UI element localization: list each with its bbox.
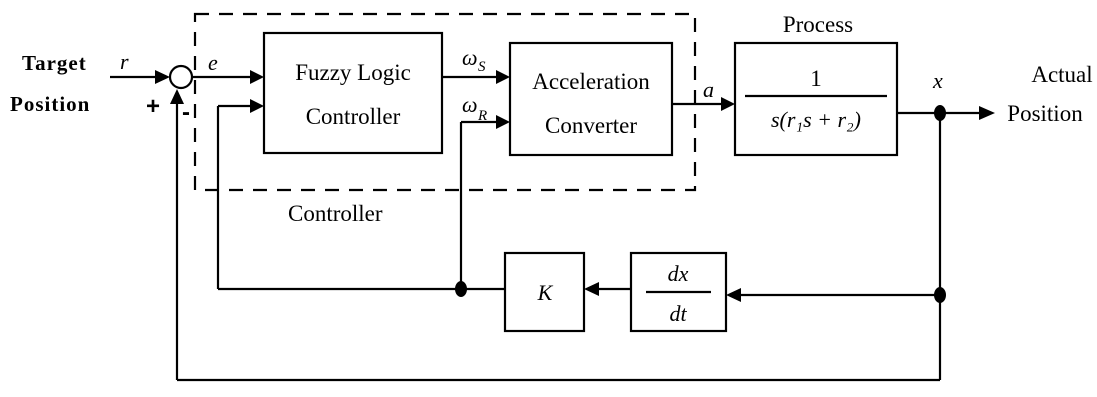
summing-junction: [168, 64, 194, 90]
position-label: Position: [10, 92, 90, 116]
flc-label-line2: Controller: [306, 104, 401, 129]
controller-boundary: [193, 12, 697, 192]
minus-sign: -: [182, 99, 190, 126]
derivative-to-gain-arrowhead: [584, 282, 599, 296]
derivative-input-arrowhead: [726, 288, 741, 302]
process-title: Process: [783, 12, 853, 37]
target-label: Target: [22, 51, 87, 75]
output-symbol: x: [932, 68, 943, 93]
feedback-takeoff-dot: [934, 287, 946, 303]
acc-label-line1: Acceleration: [532, 69, 650, 94]
actual-label: Actual: [1031, 62, 1092, 87]
reference-symbol: r: [120, 49, 129, 74]
transfer-function-numerator: 1: [810, 66, 822, 91]
flc-second-input-arrowhead: [250, 99, 264, 113]
controller-boundary-label: Controller: [288, 201, 383, 226]
omega-r-arrowhead: [496, 115, 510, 129]
gain-block: [503, 251, 586, 333]
fuzzy-logic-controller-block: [262, 31, 444, 155]
acceleration-arrowhead: [721, 97, 735, 111]
derivative-numerator: dx: [668, 261, 689, 286]
output-arrowhead: [979, 106, 995, 120]
derivative-denominator: dt: [669, 301, 687, 326]
acceleration-symbol: a: [703, 77, 714, 102]
acc-label-line2: Converter: [545, 113, 637, 138]
transfer-function-denominator: s(r₁s + r₂): [771, 107, 861, 132]
error-symbol: e: [208, 50, 218, 75]
error-arrowhead: [250, 70, 264, 84]
gain-symbol: K: [537, 280, 554, 305]
omega-r-subscript: R: [477, 108, 487, 124]
actual-position-label: Position: [1007, 101, 1083, 126]
omega-r-symbol: ω: [462, 92, 478, 117]
flc-label-line1: Fuzzy Logic: [295, 60, 411, 85]
omega-s-arrowhead: [496, 70, 510, 84]
process-block: [733, 41, 899, 157]
plus-sign: +: [146, 93, 160, 120]
reference-arrowhead: [155, 70, 170, 84]
omega-s-subscript: S: [478, 59, 486, 75]
acceleration-converter-block: [508, 41, 674, 157]
omega-s-symbol: ω: [462, 45, 478, 70]
position-feedback-arrowhead: [170, 89, 184, 104]
